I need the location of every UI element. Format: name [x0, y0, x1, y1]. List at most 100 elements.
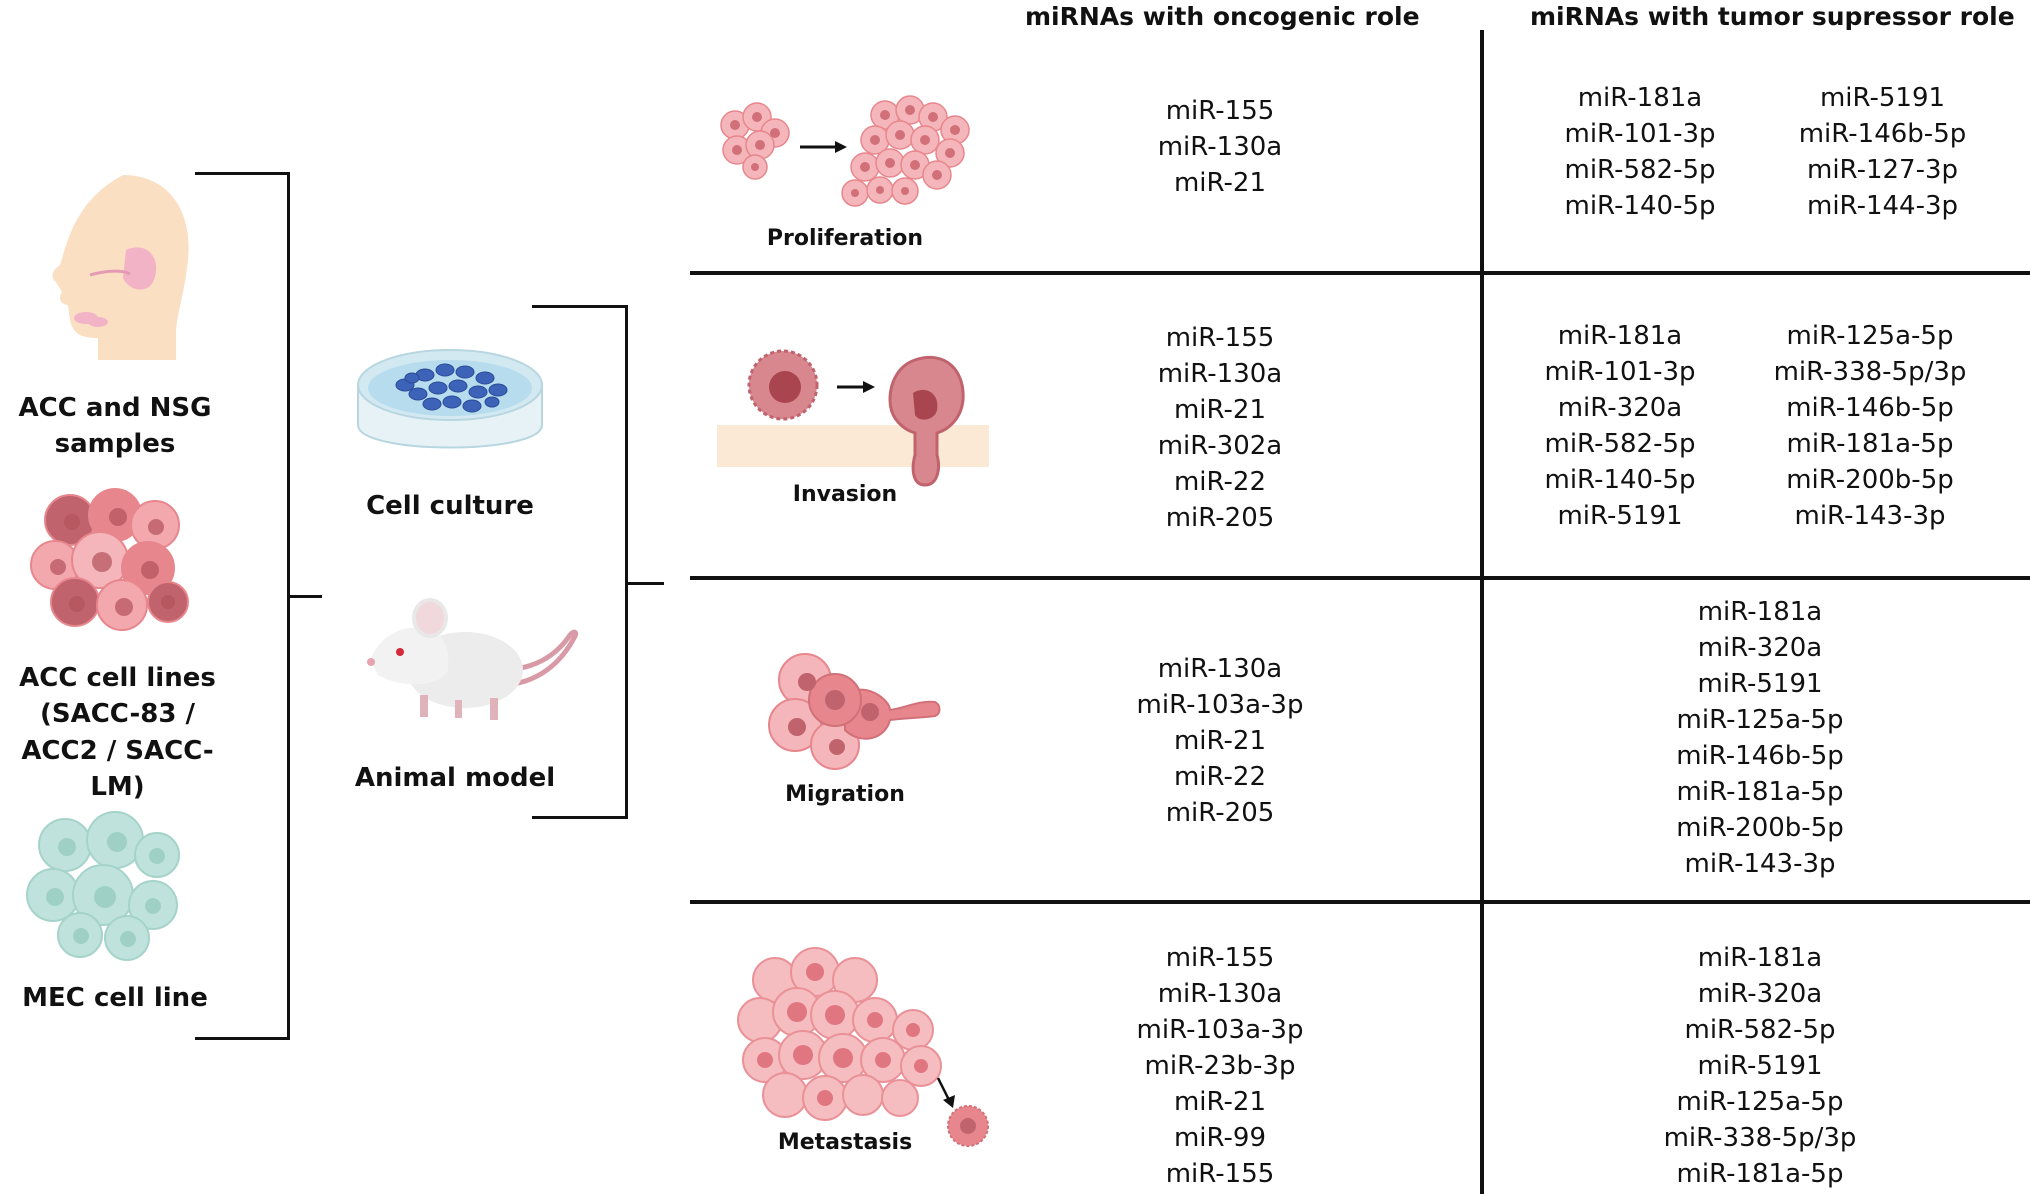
- proliferation-suppressor-right-list: miR-5191 miR-146b-5p miR-127-3p miR-144-…: [1775, 80, 1990, 224]
- list-item: miR-5191: [1557, 501, 1683, 531]
- list-item: miR-130a: [1157, 359, 1283, 389]
- bracket-left-top: [195, 172, 290, 175]
- list-item: miR-205: [1165, 798, 1275, 828]
- list-item: miR-181a-5p: [1786, 429, 1954, 459]
- list-item: miR-181a-5p: [1676, 1159, 1844, 1189]
- list-item: miR-143-3p: [1794, 501, 1946, 531]
- list-item: miR-22: [1173, 762, 1267, 792]
- list-item: miR-302a: [1157, 431, 1283, 461]
- list-item: miR-5191: [1819, 83, 1946, 113]
- list-item: miR-101-3p: [1544, 357, 1696, 387]
- list-item: miR-146b-5p: [1786, 393, 1954, 423]
- list-item: miR-582-5p: [1544, 429, 1696, 459]
- petri-dish-icon: [357, 349, 543, 449]
- list-item: miR-21: [1173, 726, 1267, 756]
- list-item: miR-125a-5p: [1676, 1087, 1844, 1117]
- pink-cell-cluster-icon: [30, 488, 189, 631]
- list-item: miR-338-5p/3p: [1773, 357, 1967, 387]
- animal-model-label: Animal model: [354, 763, 556, 793]
- migration-oncogenic-list: miR-130a miR-103a-3p miR-21 miR-22 miR-2…: [1110, 651, 1330, 831]
- list-item: miR-582-5p: [1684, 1015, 1836, 1045]
- list-item: miR-125a-5p: [1676, 705, 1844, 735]
- table-vertical-divider: [1480, 30, 1484, 1194]
- suppressor-header: miRNAs with tumor supressor role: [1530, 2, 2015, 31]
- list-item: miR-23b-3p: [1144, 1051, 1296, 1081]
- list-item: miR-101-3p: [1564, 119, 1716, 149]
- list-item: miR-205: [1165, 503, 1275, 533]
- list-item: miR-5191: [1697, 669, 1823, 699]
- cell-culture-label: Cell culture: [366, 491, 534, 521]
- cell-proliferation-icon: [720, 95, 970, 207]
- list-item: miR-320a: [1697, 979, 1823, 1009]
- list-item: miR-200b-5p: [1676, 813, 1844, 843]
- metastasis-suppressor-list: miR-181a miR-320a miR-582-5p miR-5191 mi…: [1640, 940, 1880, 1192]
- proliferation-oncogenic-list: miR-155 miR-130a miR-21: [1110, 93, 1330, 201]
- list-item: miR-181a: [1697, 943, 1823, 973]
- list-item: miR-130a: [1157, 654, 1283, 684]
- process-proliferation: Proliferation: [766, 226, 924, 251]
- list-item: miR-338-5p/3p: [1663, 1123, 1857, 1153]
- list-item: miR-200b-5p: [1786, 465, 1954, 495]
- bracket-left-connector: [290, 595, 322, 598]
- cell-metastasis-icon: [737, 947, 989, 1147]
- proliferation-suppressor-left-list: miR-181a miR-101-3p miR-582-5p miR-140-5…: [1540, 80, 1740, 224]
- cell-invasion-icon: [717, 349, 989, 487]
- metastasis-oncogenic-list: miR-155 miR-130a miR-103a-3p miR-23b-3p …: [1110, 940, 1330, 1192]
- oncogenic-header: miRNAs with oncogenic role: [1025, 2, 1420, 31]
- process-metastasis: Metastasis: [777, 1130, 913, 1155]
- list-item: miR-103a-3p: [1136, 1015, 1304, 1045]
- list-item: miR-21: [1173, 395, 1267, 425]
- bracket-mid-top: [532, 305, 628, 308]
- list-item: miR-144-3p: [1807, 191, 1958, 221]
- row-divider-2: [690, 576, 2030, 580]
- mec-label: MEC cell line: [22, 983, 208, 1013]
- invasion-suppressor-right-list: miR-125a-5p miR-338-5p/3p miR-146b-5p mi…: [1750, 318, 1990, 534]
- bracket-mid-connector: [628, 582, 664, 585]
- list-item: miR-320a: [1697, 633, 1823, 663]
- process-invasion: Invasion: [792, 482, 898, 507]
- list-item: miR-103a-3p: [1136, 690, 1304, 720]
- row-divider-1: [690, 271, 2030, 275]
- list-item: miR-130a: [1157, 132, 1283, 162]
- list-item: miR-130a: [1157, 979, 1283, 1009]
- list-item: miR-21: [1173, 168, 1267, 198]
- list-item: miR-155: [1165, 323, 1275, 353]
- list-item: miR-146b-5p: [1798, 119, 1967, 149]
- list-item: miR-5191: [1697, 1051, 1823, 1081]
- list-item: miR-22: [1173, 467, 1267, 497]
- list-item: miR-181a-5p: [1676, 777, 1844, 807]
- invasion-oncogenic-list: miR-155 miR-130a miR-21 miR-302a miR-22 …: [1110, 320, 1330, 536]
- row-divider-3: [690, 900, 2030, 904]
- list-item: miR-125a-5p: [1786, 321, 1954, 351]
- bracket-mid-vertical: [625, 305, 628, 819]
- list-item: miR-582-5p: [1564, 155, 1716, 185]
- bracket-mid-bottom: [532, 816, 628, 819]
- cell-lines-detail: (SACC-83 / ACC2 / SACC-LM): [21, 699, 214, 803]
- list-item: miR-99: [1173, 1123, 1267, 1153]
- list-item: miR-140-5p: [1564, 191, 1716, 221]
- list-item: miR-21: [1173, 1087, 1267, 1117]
- list-item: miR-155: [1165, 943, 1275, 973]
- human-head-icon: [52, 175, 189, 360]
- samples-label: ACC and NSG samples: [18, 393, 212, 460]
- invasion-suppressor-left-list: miR-181a miR-101-3p miR-320a miR-582-5p …: [1520, 318, 1720, 534]
- green-cell-cluster-icon: [26, 811, 180, 961]
- list-item: miR-127-3p: [1807, 155, 1958, 185]
- cell-migration-icon: [768, 653, 941, 770]
- bracket-left-bottom: [195, 1037, 290, 1040]
- list-item: miR-143-3p: [1684, 849, 1836, 879]
- migration-suppressor-list: miR-181a miR-320a miR-5191 miR-125a-5p m…: [1640, 594, 1880, 882]
- list-item: miR-320a: [1557, 393, 1683, 423]
- mouse-icon: [367, 598, 579, 720]
- bracket-left-vertical: [287, 172, 290, 1040]
- list-item: miR-181a: [1557, 321, 1683, 351]
- list-item: miR-140-5p: [1544, 465, 1696, 495]
- list-item: miR-155: [1165, 1159, 1275, 1189]
- list-item: miR-181a: [1577, 83, 1703, 113]
- list-item: miR-181a: [1697, 597, 1823, 627]
- process-migration: Migration: [785, 782, 905, 807]
- list-item: miR-146b-5p: [1676, 741, 1844, 771]
- list-item: miR-155: [1165, 96, 1275, 126]
- cell-lines-title: ACC cell lines: [19, 663, 216, 693]
- cell-lines-label: ACC cell lines (SACC-83 / ACC2 / SACC-LM…: [0, 660, 235, 806]
